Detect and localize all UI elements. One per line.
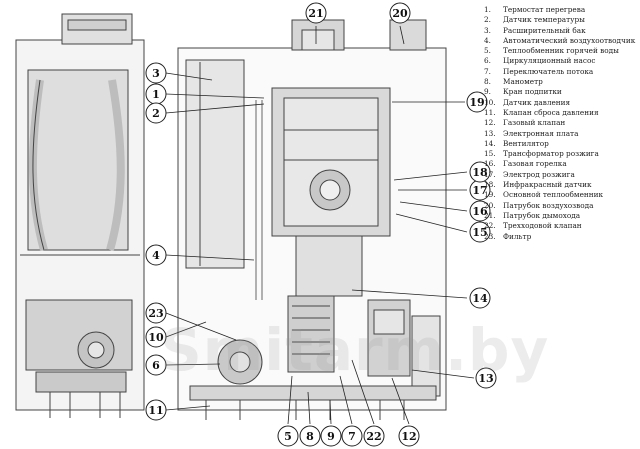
callout-3: 3 xyxy=(145,62,167,84)
legend-item: 14.Вентилятор xyxy=(484,138,549,148)
legend-item: 3.Расширительный бак xyxy=(484,25,586,35)
callout-2: 2 xyxy=(145,102,167,124)
hot-water-exchanger xyxy=(287,295,335,373)
legend-item: 18.Инфракрасный датчик xyxy=(484,180,592,190)
side-view-pump-block xyxy=(25,299,133,371)
svg-text:4: 4 xyxy=(152,249,160,262)
svg-text:10: 10 xyxy=(148,331,164,344)
svg-text:15: 15 xyxy=(472,226,487,239)
air-inlet xyxy=(389,19,427,51)
svg-text:22: 22 xyxy=(366,430,381,443)
svg-text:18: 18 xyxy=(472,166,488,179)
callout-22: 22 xyxy=(363,425,385,447)
legend-item: 16.Газовая горелка xyxy=(484,159,567,169)
callout-19: 19 xyxy=(466,91,488,113)
callout-14: 14 xyxy=(469,287,491,309)
svg-text:6: 6 xyxy=(152,359,160,372)
side-view xyxy=(15,13,145,418)
callout-13: 13 xyxy=(475,367,497,389)
legend-item: 21.Патрубок дымохода xyxy=(484,210,581,220)
legend-item: 22.Трехходовой клапан xyxy=(484,221,582,231)
legend-item: 7.Переключатель потока xyxy=(484,66,594,76)
legend-item: 15.Трансформатор розжига xyxy=(484,149,599,159)
callout-17: 17 xyxy=(469,179,491,201)
svg-text:11: 11 xyxy=(148,404,163,417)
legend-item: 11.Клапан сброса давления xyxy=(484,107,599,117)
legend-item: 9.Кран подпитки xyxy=(484,87,562,97)
control-board xyxy=(411,315,441,397)
callout-12: 12 xyxy=(398,425,420,447)
legend-item: 20.Патрубок воздухозвода xyxy=(484,200,594,210)
svg-text:12: 12 xyxy=(401,430,416,443)
legend-item: 13.Электронная плата xyxy=(484,128,579,138)
svg-text:8: 8 xyxy=(306,430,314,443)
callout-9: 9 xyxy=(320,425,342,447)
callout-5: 5 xyxy=(277,425,299,447)
callout-18: 18 xyxy=(469,161,491,183)
legend-item: 2.Датчик температуры xyxy=(484,15,585,25)
callout-20: 20 xyxy=(389,2,411,24)
svg-text:21: 21 xyxy=(308,7,323,20)
callouts: 1 2 3 4 5 6 7 8 9 10 11 12 13 14 15 16 1… xyxy=(145,2,497,447)
callout-6: 6 xyxy=(145,354,167,376)
callout-15: 15 xyxy=(469,221,491,243)
callout-7: 7 xyxy=(341,425,363,447)
legend-item: 6.Циркуляционный насос xyxy=(484,56,596,66)
callout-10: 10 xyxy=(145,326,167,348)
legend-item: 5.Теплообменник горячей воды xyxy=(484,46,619,56)
svg-text:20: 20 xyxy=(392,7,408,20)
leader-lines xyxy=(165,25,475,425)
callout-1: 1 xyxy=(145,83,167,105)
callout-11: 11 xyxy=(145,399,167,421)
callout-21: 21 xyxy=(305,2,327,24)
callout-23: 23 xyxy=(145,302,167,324)
legend-item: 8.Манометр xyxy=(484,77,543,87)
svg-text:9: 9 xyxy=(327,430,335,443)
svg-text:17: 17 xyxy=(472,184,487,197)
front-view xyxy=(177,19,447,420)
svg-text:5: 5 xyxy=(284,430,292,443)
callout-16: 16 xyxy=(469,200,491,222)
legend-item: 23.Фильтр xyxy=(484,231,532,241)
svg-text:19: 19 xyxy=(469,96,484,109)
legend-item: 10.Датчик давления xyxy=(484,97,571,107)
svg-text:14: 14 xyxy=(472,292,488,305)
callout-4: 4 xyxy=(145,244,167,266)
svg-text:3: 3 xyxy=(152,67,160,80)
svg-text:23: 23 xyxy=(148,307,163,320)
svg-text:13: 13 xyxy=(478,372,493,385)
legend-item: 17.Электрод розжига xyxy=(484,169,575,179)
svg-text:7: 7 xyxy=(348,430,356,443)
svg-text:2: 2 xyxy=(152,107,160,120)
svg-text:16: 16 xyxy=(472,205,488,218)
svg-text:1: 1 xyxy=(152,88,160,101)
fan-duct xyxy=(295,235,363,297)
callout-8: 8 xyxy=(299,425,321,447)
legend-item: 12.Газовый клапан xyxy=(484,118,566,128)
expansion-vessel xyxy=(185,59,245,269)
legend-item: 1.Термостат перегрева xyxy=(484,5,586,14)
legend-item: 19.Основной теплообменник xyxy=(484,190,604,200)
parts-legend: 1.Термостат перегрева 2.Датчик температу… xyxy=(484,5,638,242)
legend-item: 4.Автоматический воздухоотводчик xyxy=(484,35,636,45)
